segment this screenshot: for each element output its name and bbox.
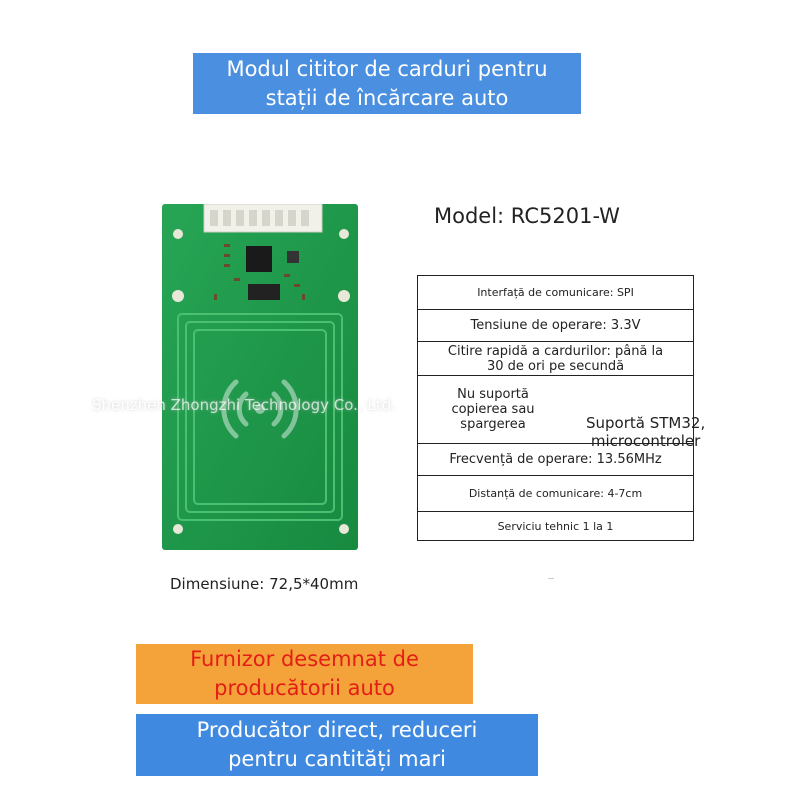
supplier-line-2: producătorii auto bbox=[214, 676, 395, 700]
supplier-banner: Furnizor desemnat de producătorii auto bbox=[136, 644, 473, 704]
manufacturer-banner: Producător direct, reduceri pentru canti… bbox=[136, 714, 538, 776]
title-line-2: stații de încărcare auto bbox=[265, 86, 509, 110]
supplier-line-1: Furnizor desemnat de bbox=[190, 647, 419, 671]
spec-table: Interfață de comunicare: SPI Tensiune de… bbox=[417, 275, 705, 541]
spec-copy-line-3: spargerea bbox=[460, 417, 526, 432]
manufacturer-line-1: Producător direct, reduceri bbox=[196, 718, 478, 742]
spec-row-voltage: Tensiune de operare: 3.3V bbox=[418, 309, 693, 341]
spec-interface: Interfață de comunicare: SPI bbox=[477, 286, 634, 299]
decorative-dot bbox=[548, 578, 554, 579]
model-label: Model: RC5201-W bbox=[434, 204, 620, 228]
spec-read-speed-line-1: Citire rapidă a cardurilor: până la bbox=[447, 343, 664, 359]
spec-copy-line-2: copierea sau bbox=[451, 402, 535, 417]
spec-copy-line-1: Nu suportă bbox=[457, 387, 529, 402]
spec-row-copy-support: Nu suportă copierea sau spargerea Suport… bbox=[418, 375, 705, 450]
manufacturer-line-2: pentru cantități mari bbox=[228, 747, 446, 771]
spec-distance: Distanță de comunicare: 4-7cm bbox=[468, 487, 643, 500]
watermark-text: Shenzhen Zhongzhi Technology Co., Ltd. bbox=[92, 396, 396, 414]
spec-support-line-1: Suportă STM32, bbox=[586, 414, 706, 432]
spec-frequency: Frecvență de operare: 13.56MHz bbox=[449, 452, 662, 467]
title-line-1: Modul cititor de carduri pentru bbox=[226, 57, 548, 81]
spec-row-service: Serviciu tehnic 1 la 1 bbox=[418, 511, 693, 540]
spec-voltage: Tensiune de operare: 3.3V bbox=[470, 318, 641, 333]
spec-row-distance: Distanță de comunicare: 4-7cm bbox=[418, 475, 693, 511]
rfid-module-board-image bbox=[162, 204, 358, 550]
spec-read-speed-line-2: 30 de ori pe secundă bbox=[486, 358, 625, 374]
spec-row-frequency: Frecvență de operare: 13.56MHz bbox=[418, 443, 693, 475]
title-banner: Modul cititor de carduri pentru stații d… bbox=[193, 53, 581, 114]
spec-row-interface: Interfață de comunicare: SPI bbox=[418, 276, 693, 309]
spec-row-read-speed: Citire rapidă a cardurilor: până la 30 d… bbox=[418, 341, 693, 375]
spec-support-line-2: microcontroler bbox=[590, 432, 701, 450]
spec-service: Serviciu tehnic 1 la 1 bbox=[497, 519, 614, 533]
dimension-label: Dimensiune: 72,5*40mm bbox=[170, 575, 359, 593]
